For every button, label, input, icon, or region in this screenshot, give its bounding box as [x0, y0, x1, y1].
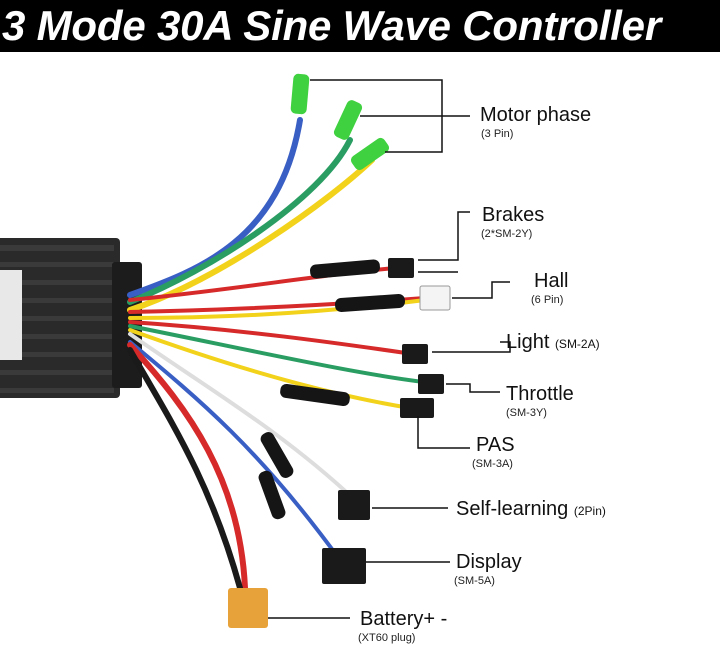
label-light-detail: (SM-2A)	[554, 337, 600, 351]
motor-phase-connectors	[290, 73, 390, 171]
label-battery: Battery+ -	[360, 608, 448, 630]
label-pas-detail: (SM-3A)	[472, 458, 513, 470]
label-battery-detail: (XT60 plug)	[358, 632, 416, 644]
label-self-learning-name: Self-learning	[456, 498, 569, 520]
label-pas: PAS	[476, 434, 515, 456]
motor-phase-wires	[127, 117, 375, 313]
wire-connectors	[228, 258, 451, 628]
leader-lines	[268, 79, 511, 619]
label-throttle: Throttle	[506, 383, 574, 405]
label-brakes-detail: (2*SM-2Y)	[481, 228, 533, 240]
controller-endplate	[112, 262, 142, 388]
label-motor-phase: Motor phase	[480, 104, 592, 126]
label-hall-detail: (6 Pin)	[531, 294, 564, 306]
wire-sleeves	[258, 259, 405, 520]
label-light: Light (SM-2A)	[506, 331, 600, 355]
label-display: Display	[456, 551, 522, 573]
label-light-name: Light	[506, 331, 550, 353]
label-motor-phase-detail: (3 Pin)	[481, 128, 514, 140]
title-banner: 3 Mode 30A Sine Wave Controller	[0, 0, 720, 52]
controller-wiring-illustration	[0, 73, 511, 628]
label-display-detail: (SM-5A)	[454, 575, 495, 587]
label-brakes: Brakes	[482, 204, 545, 226]
page-title: 3 Mode 30A Sine Wave Controller	[2, 2, 661, 49]
label-hall: Hall	[534, 270, 569, 292]
label-throttle-detail: (SM-3Y)	[506, 407, 547, 419]
controller-sticker	[0, 270, 22, 360]
label-self-learning-detail: (2Pin)	[573, 504, 606, 518]
xt60-plug	[228, 588, 268, 628]
controller-body	[0, 238, 142, 398]
label-self-learning: Self-learning (2Pin)	[456, 498, 606, 522]
signal-wires	[127, 266, 434, 591]
